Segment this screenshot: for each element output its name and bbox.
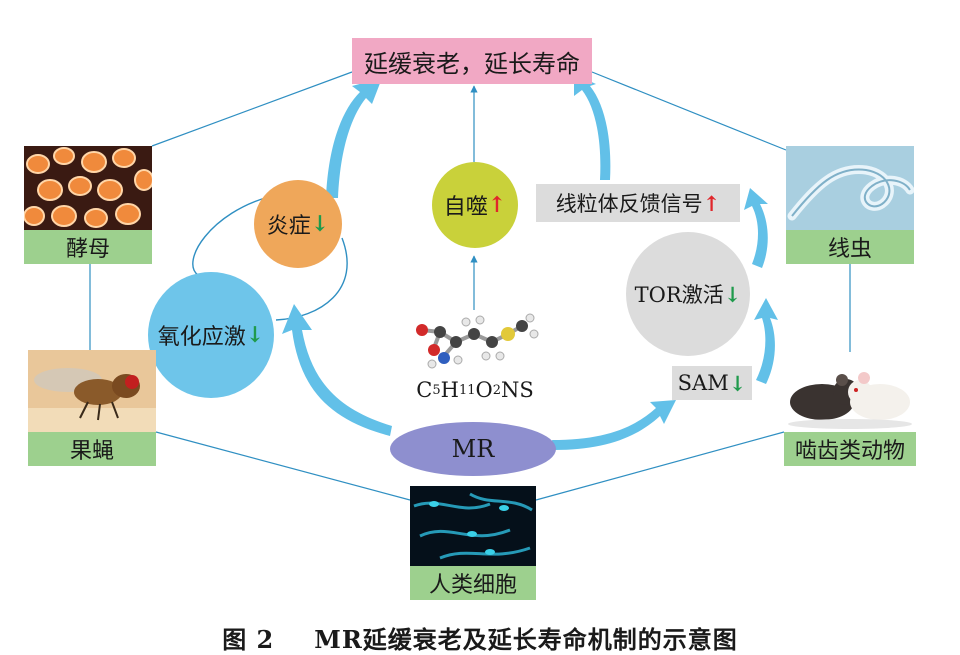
yeast-image (24, 146, 152, 230)
autophagy-node: 自噬↑ (432, 162, 518, 248)
loop-inflammation-oxidative (192, 195, 273, 276)
oxidative-stress-node: 氧化应激↓ (148, 272, 274, 398)
mito-signal-box: 线粒体反馈信号↑ (536, 184, 740, 222)
inflammation-node: 炎症↓ (254, 180, 342, 268)
up-arrow-icon: ↑ (487, 192, 507, 218)
figure-caption: 图 2 MR延缓衰老及延长寿命机制的示意图 (0, 620, 960, 655)
down-arrow-icon: ↓ (245, 322, 265, 348)
down-arrow-icon: ↓ (728, 370, 747, 396)
rodent-image (784, 352, 916, 432)
organism-link-lines (89, 71, 851, 501)
nematode-icon (787, 165, 914, 221)
fruit-fly-image (28, 350, 156, 432)
title-box: 延缓衰老，延长寿命 (352, 38, 592, 84)
figure-number: 图 2 (222, 625, 275, 654)
organism-label-nematode: 线虫 (786, 230, 914, 264)
title-text: 延缓衰老，延长寿命 (364, 49, 580, 78)
mice-icon (788, 372, 912, 429)
mito-signal-label: 线粒体反馈信号 (555, 192, 703, 216)
autophagy-label: 自噬 (443, 195, 488, 220)
down-arrow-icon: ↓ (723, 281, 742, 307)
arrow-inflammation-to-title (326, 78, 382, 198)
arrow-mr-to-sam (552, 400, 676, 450)
down-arrow-icon: ↓ (310, 211, 330, 237)
mr-ellipse: MR (390, 422, 556, 476)
organism-label-yeast: 酵母 (24, 230, 152, 264)
nematode-image (786, 146, 914, 230)
arrow-sam-to-tor (754, 298, 778, 384)
yeast-cells-icon (24, 147, 152, 228)
mr-label: MR (451, 435, 495, 463)
up-arrow-icon: ↑ (702, 190, 721, 216)
sam-box: SAM↓ (672, 366, 752, 400)
arrow-mr-to-oxidative (282, 304, 392, 436)
tor-label: TOR激活 (634, 283, 724, 307)
arrow-mito-to-title (574, 74, 611, 180)
organism-label-rodent: 啮齿类动物 (784, 432, 916, 466)
tor-node: TOR激活↓ (626, 232, 750, 356)
thick-arrows (282, 74, 778, 450)
molecule-icon (416, 313, 539, 369)
fruit-fly-icon (28, 368, 156, 432)
human-cells-icon (413, 492, 533, 560)
sam-label: SAM (677, 371, 729, 395)
inflammation-label: 炎症 (266, 214, 311, 239)
arrow-tor-to-mito (744, 188, 768, 268)
organism-label-human-cell: 人类细胞 (410, 566, 536, 600)
human-cell-image (410, 486, 536, 566)
organism-label-fruit-fly: 果蝇 (28, 432, 156, 466)
oxidative-stress-label: 氧化应激 (157, 325, 246, 350)
figure-caption-text: MR延缓衰老及延长寿命机制的示意图 (314, 625, 738, 654)
